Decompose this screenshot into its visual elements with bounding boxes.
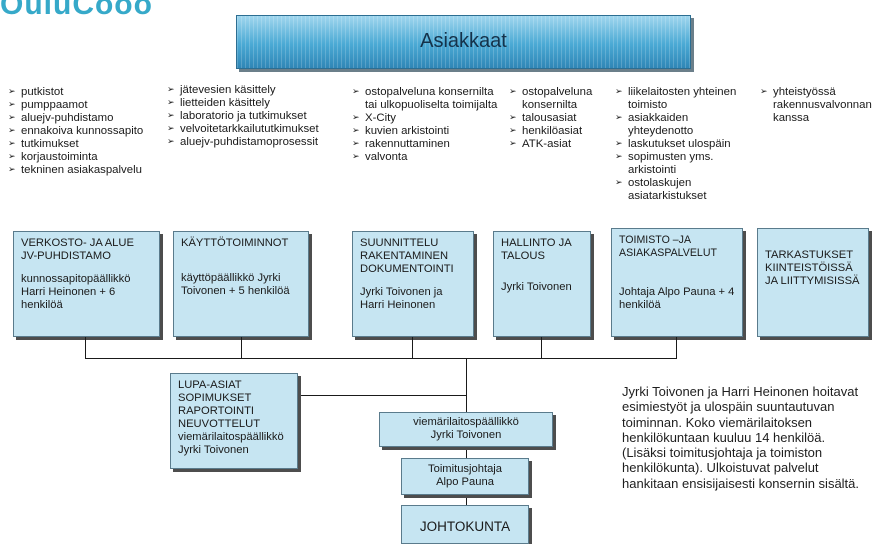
task-item: velvoitetarkkailututkimukset bbox=[167, 123, 347, 136]
unit-detail: kunnossapitopäällikkö Harri Heinonen + 6… bbox=[21, 273, 131, 311]
unit-title: HALLINTO JA TALOUS bbox=[501, 237, 572, 262]
task-item: tekninen asiakaspalvelu bbox=[8, 164, 178, 177]
connector bbox=[541, 337, 542, 358]
task-item: liikelaitosten yhteinen toimisto bbox=[615, 86, 755, 112]
lupa-title: LUPA-ASIAT SOPIMUKSET RAPORTOINTI NEUVOT… bbox=[178, 379, 261, 430]
task-item: henkilöasiat bbox=[509, 125, 609, 138]
task-item: korjaustoiminta bbox=[8, 151, 178, 164]
task-item: ostopalveluna konsernilta bbox=[509, 86, 609, 112]
connector bbox=[241, 337, 242, 358]
task-item: kuvien arkistointi bbox=[352, 125, 502, 138]
task-item: aluejv-puhdistamoprosessit bbox=[167, 136, 347, 149]
task-item: putkistot bbox=[8, 86, 178, 99]
unit-title: TARKASTUKSET KIINTEISTÖISSÄ JA LIITTYMIS… bbox=[765, 249, 860, 287]
task-item: lietteiden käsittely bbox=[167, 97, 347, 110]
task-item: yhteistyössä rakennusvalvonnan kanssa bbox=[760, 86, 878, 125]
connector-horizontal bbox=[85, 358, 677, 359]
task-item: ostopalveluna konsernilta tai ulkopuolis… bbox=[352, 86, 502, 112]
task-list-4: ostopalveluna konsernilta talousasiat he… bbox=[509, 86, 609, 151]
ceo-name: Alpo Pauna bbox=[436, 476, 494, 488]
board-title: JOHTOKUNTA bbox=[419, 519, 511, 534]
unit-box-operations: KÄYTTÖTOIMINNOT käyttöpäällikkö Jyrki To… bbox=[173, 231, 309, 337]
org-note: Jyrki Toivonen ja Harri Heinonen hoitava… bbox=[622, 384, 860, 491]
unit-box-network: VERKOSTO- JA ALUE JV-PUHDISTAMO kunnossa… bbox=[13, 231, 160, 337]
task-item: ATK-asiat bbox=[509, 138, 609, 151]
lupa-detail: viemärilaitospäällikkö Jyrki Toivonen bbox=[178, 431, 284, 456]
task-item: asiakkaiden yhteydenotto bbox=[615, 112, 755, 138]
customers-banner: Asiakkaat bbox=[236, 15, 691, 69]
task-item: sopimusten yms. arkistointi bbox=[615, 151, 755, 177]
manager-role: viemärilaitospäällikkö bbox=[413, 416, 519, 428]
task-item: ostolaskujen asiatarkistukset bbox=[615, 177, 755, 203]
unit-title: TOIMISTO –JA ASIAKASPALVELUT bbox=[619, 234, 717, 259]
task-item: laboratorio ja tutkimukset bbox=[167, 110, 347, 123]
task-item: jätevesien käsittely bbox=[167, 84, 347, 97]
connector bbox=[85, 337, 86, 358]
ceo-role: Toimitusjohtaja bbox=[428, 463, 502, 475]
manager-box: viemärilaitospäällikkö Jyrki Toivonen bbox=[379, 412, 553, 447]
unit-title: VERKOSTO- JA ALUE JV-PUHDISTAMO bbox=[21, 237, 134, 262]
task-list-2: jätevesien käsittely lietteiden käsittel… bbox=[167, 84, 347, 149]
task-item: X-City bbox=[352, 112, 502, 125]
unit-box-inspections: TARKASTUKSET KIINTEISTÖISSÄ JA LIITTYMIS… bbox=[757, 228, 869, 337]
task-item: talousasiat bbox=[509, 112, 609, 125]
unit-title: KÄYTTÖTOIMINNOT bbox=[181, 237, 289, 249]
unit-box-office: TOIMISTO –JA ASIAKASPALVELUT Johtaja Alp… bbox=[611, 228, 743, 337]
connector bbox=[676, 337, 677, 358]
connector-lupa bbox=[298, 395, 466, 396]
unit-detail: Jyrki Toivonen bbox=[501, 281, 572, 293]
task-item: aluejv-puhdistamo bbox=[8, 112, 178, 125]
unit-box-planning: SUUNNITTELU RAKENTAMINEN DOKUMENTOINTI J… bbox=[352, 231, 474, 337]
task-list-6: yhteistyössä rakennusvalvonnan kanssa bbox=[760, 86, 878, 125]
unit-detail: käyttöpäällikkö Jyrki Toivonen + 5 henki… bbox=[181, 272, 290, 297]
unit-box-administration: HALLINTO JA TALOUS Jyrki Toivonen bbox=[493, 231, 591, 337]
unit-detail: Johtaja Alpo Pauna + 4 henkilöä bbox=[619, 286, 735, 311]
banner-title: Asiakkaat bbox=[420, 30, 507, 52]
logo: OuluCooo bbox=[0, 0, 153, 21]
task-item: pumppaamot bbox=[8, 99, 178, 112]
task-item: tutkimukset bbox=[8, 138, 178, 151]
board-box: JOHTOKUNTA bbox=[401, 505, 529, 544]
connector bbox=[412, 337, 413, 358]
task-item: laskutukset ulospäin bbox=[615, 138, 755, 151]
ceo-box: Toimitusjohtaja Alpo Pauna bbox=[401, 458, 529, 495]
task-list-5: liikelaitosten yhteinen toimisto asiakka… bbox=[615, 86, 755, 203]
unit-detail: Jyrki Toivonen ja Harri Heinonen bbox=[360, 286, 443, 311]
task-list-1: putkistot pumppaamot aluejv-puhdistamo e… bbox=[8, 86, 178, 177]
manager-name: Jyrki Toivonen bbox=[430, 429, 502, 441]
task-item: rakennuttaminen bbox=[352, 138, 502, 151]
task-item: ennakoiva kunnossapito bbox=[8, 125, 178, 138]
lupa-box: LUPA-ASIAT SOPIMUKSET RAPORTOINTI NEUVOT… bbox=[170, 373, 298, 469]
task-list-3: ostopalveluna konsernilta tai ulkopuolis… bbox=[352, 86, 502, 164]
unit-title: SUUNNITTELU RAKENTAMINEN DOKUMENTOINTI bbox=[360, 237, 454, 275]
task-item: valvonta bbox=[352, 151, 502, 164]
